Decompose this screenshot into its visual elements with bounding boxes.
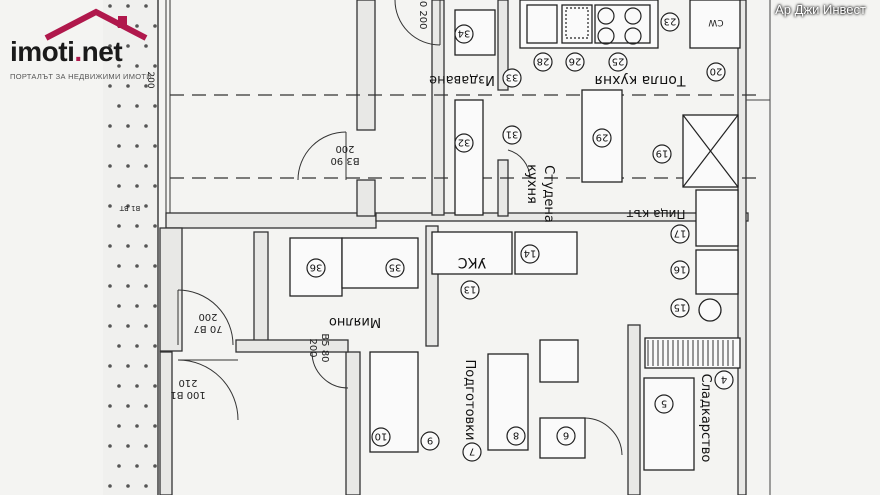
equipment-marker-4: 4	[714, 370, 734, 390]
door-label-b3: B3 90200	[330, 143, 359, 166]
equipment-number-13: 13	[464, 284, 477, 295]
equipment-marker-32: 32	[454, 133, 474, 153]
equipment-marker-29: 29	[592, 128, 612, 148]
equipment-number-36: 36	[310, 262, 323, 273]
equipment-marker-25: 25	[608, 52, 628, 72]
room-cold-kitchen-1: Студена	[541, 165, 556, 223]
equipment-number-23: 23	[664, 16, 677, 27]
logo-dot: .	[74, 36, 82, 67]
equipment-marker-23: 23	[660, 12, 680, 32]
equipment-number-10: 10	[375, 431, 388, 442]
grill	[647, 340, 734, 366]
equipment-marker-36: 36	[306, 258, 326, 278]
equipment-marker-9: 9	[420, 431, 440, 451]
room-prep: Подготовки	[462, 360, 477, 441]
equipment-marker-7: 7	[462, 442, 482, 462]
equipment-marker-20: 20	[706, 62, 726, 82]
equipment-marker-31: 31	[502, 125, 522, 145]
b1-top-label: B1 ВТ	[119, 204, 140, 212]
equipment-marker-28: 28	[533, 52, 553, 72]
equipment-number-markers: 4 5 6 7 8 9 10 13 14 15 16 17 19 20 23 25 26 28 29 31 32 33 34…	[306, 12, 734, 462]
logo-tagline: ПОРТАЛЪТ ЗА НЕДВИЖИМИ ИМОТИ	[10, 72, 153, 81]
equipment-number-16: 16	[674, 264, 687, 275]
top-left-dim: 200	[145, 71, 155, 88]
walls	[159, 0, 749, 495]
room-pizza: Пица кът	[627, 207, 686, 221]
equipment-marker-6: 6	[556, 426, 576, 446]
door-label-b7: 70 B7200	[193, 311, 222, 334]
equipment-number-26: 26	[569, 56, 582, 67]
equipment-number-7: 7	[469, 446, 475, 457]
equipment-marker-10: 10	[371, 427, 391, 447]
room-labels: Топла кухня Студена кухня Издаване Пица …	[329, 72, 713, 462]
imoti-logo[interactable]: imoti.net ПОРТАЛЪТ ЗА НЕДВИЖИМИ ИМОТИ	[6, 8, 166, 83]
logo-main: imoti	[10, 36, 75, 67]
equipment-number-25: 25	[612, 56, 625, 67]
equipment-number-31: 31	[506, 129, 519, 140]
equipment-number-32: 32	[458, 137, 471, 148]
cw-label: CW	[708, 17, 723, 27]
equipment-marker-15: 15	[670, 298, 690, 318]
equipment-marker-5: 5	[654, 394, 674, 414]
burners	[565, 7, 739, 188]
equipment-number-17: 17	[674, 228, 687, 239]
equipment-number-19: 19	[656, 148, 669, 159]
room-hot-kitchen: Топла кухня	[595, 72, 687, 88]
equipment-number-15: 15	[674, 302, 687, 313]
room-uks: УКС	[458, 254, 486, 270]
equipment-number-5: 5	[661, 398, 667, 409]
equipment-marker-17: 17	[670, 224, 690, 244]
room-serving: Издаване	[429, 72, 495, 87]
house-roof-icon	[44, 8, 148, 41]
equipment-number-35: 35	[389, 262, 402, 273]
door-label-top: 80 200	[417, 0, 428, 30]
door-label-b5: B5 80200	[307, 333, 330, 362]
equipment-marker-14: 14	[520, 244, 540, 264]
watermark-text: Ар Джи Инвест	[775, 2, 866, 17]
equipment-number-28: 28	[537, 56, 550, 67]
equipment-marker-16: 16	[670, 260, 690, 280]
door-swings	[177, 0, 623, 456]
equipment	[289, 0, 741, 471]
equipment-number-34: 34	[458, 28, 471, 39]
equipment-number-14: 14	[524, 248, 537, 259]
room-washing: Миялно	[329, 314, 381, 329]
logo-wordmark: imoti.net	[10, 36, 123, 68]
equipment-marker-13: 13	[460, 280, 480, 300]
exterior-hatch	[103, 0, 158, 495]
equipment-marker-8: 8	[506, 426, 526, 446]
equipment-marker-35: 35	[385, 258, 405, 278]
equipment-number-4: 4	[721, 374, 727, 385]
equipment-number-6: 6	[563, 430, 569, 441]
equipment-number-33: 33	[506, 72, 519, 83]
logo-tld: net	[81, 36, 123, 67]
door-labels: 80 200 B3 90200 70 B7200 B5 80200 100 B1…	[119, 0, 724, 400]
equipment-number-20: 20	[710, 66, 723, 77]
door-label-b1: 100 B1210	[170, 377, 206, 400]
equipment-marker-19: 19	[652, 144, 672, 164]
equipment-number-9: 9	[427, 435, 433, 446]
equipment-marker-34: 34	[454, 24, 474, 44]
room-pastry: Сладкарство	[698, 374, 713, 463]
room-cold-kitchen-2: кухня	[524, 164, 539, 204]
equipment-number-29: 29	[596, 132, 609, 143]
equipment-marker-26: 26	[565, 52, 585, 72]
equipment-marker-33: 33	[502, 68, 522, 88]
equipment-number-8: 8	[513, 430, 519, 441]
